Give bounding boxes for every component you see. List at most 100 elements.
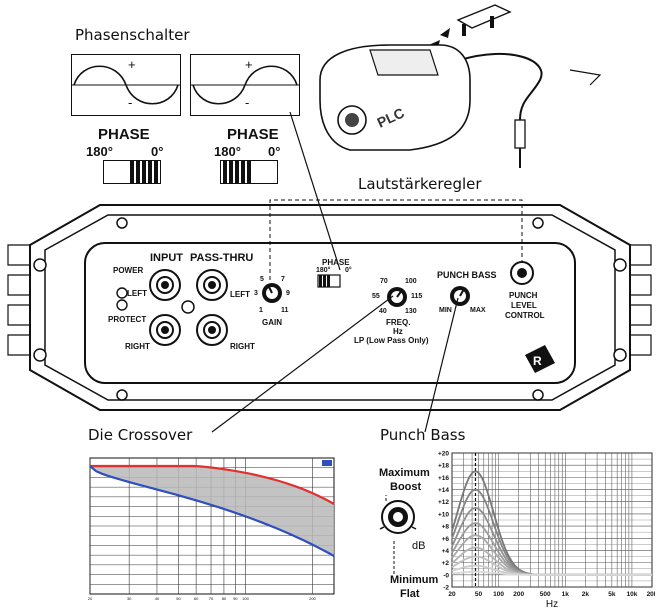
right-out-label: RIGHT <box>230 342 255 351</box>
punch-level-remote[interactable]: PLC <box>310 0 659 190</box>
heatsink-left-icon <box>7 244 31 356</box>
protect-led-icon <box>116 299 128 311</box>
x-tick-label: 10k <box>627 591 638 598</box>
x-tick-label: 100 <box>493 591 504 598</box>
x-tick-label: 20 <box>88 596 93 601</box>
min-flat-label-1: Minimum <box>390 574 439 586</box>
punch-bass-max: MAX <box>470 307 486 314</box>
phase-180-label-2: 180° <box>214 144 241 159</box>
corner-logo-icon <box>322 460 332 466</box>
y-tick-label: +12 <box>438 499 449 506</box>
minus-sign: - <box>245 95 250 110</box>
x-tick-label: 1k <box>562 591 570 598</box>
max-boost-label-2: Boost <box>390 481 422 493</box>
crossover-fill-area <box>90 466 334 556</box>
gain-knob[interactable] <box>262 283 282 303</box>
x-tick-label: 50 <box>176 596 181 601</box>
phase-title-2: PHASE <box>227 126 279 143</box>
freq-tick-130: 130 <box>405 308 417 315</box>
x-tick-label: 5k <box>608 591 616 598</box>
heatsink-right-icon <box>628 244 652 356</box>
svg-text:R: R <box>533 354 542 368</box>
crossover-callout: Die Crossover <box>88 426 193 444</box>
freq-tick-100: 100 <box>405 278 417 285</box>
punch-level-label-3: CONTROL <box>505 311 545 320</box>
y-tick-label: +2 <box>442 560 450 567</box>
punch-bass-label: PUNCH BASS <box>437 270 497 280</box>
switch-slider-icon <box>223 161 251 183</box>
left-out-label: LEFT <box>230 290 250 299</box>
y-tick-label: -0 <box>443 572 449 579</box>
pass-thru-label: PASS-THRU <box>190 252 254 264</box>
sine-wave-0deg <box>72 65 180 105</box>
y-tick-label: +4 <box>442 548 450 555</box>
x-tick-label: 200 <box>309 596 316 601</box>
y-tick-label: +16 <box>438 475 449 482</box>
punch-level-label-2: LEVEL <box>511 301 537 310</box>
freq-unit: Hz <box>393 327 403 336</box>
power-led-icon <box>116 287 128 299</box>
punch-level-label-1: PUNCH <box>509 291 538 300</box>
punch-bass-knob[interactable] <box>450 286 470 306</box>
protect-label: PROTECT <box>108 315 147 324</box>
x-tick-label: 100 <box>242 596 249 601</box>
freq-tick-55: 55 <box>372 293 380 300</box>
amplifier-panel: R <box>7 199 652 411</box>
phase-0-label-1: 0° <box>151 144 164 159</box>
gain-tick-9: 9 <box>286 290 290 297</box>
db-label: dB <box>412 540 426 552</box>
plus-sign: + <box>245 57 253 72</box>
x-axis-label: Hz <box>546 599 558 609</box>
max-boost-label-1: Maximum <box>379 467 430 479</box>
min-flat-label-2: Flat <box>400 588 420 600</box>
right-in-label: RIGHT <box>125 342 150 351</box>
y-tick-label: +20 <box>438 451 449 458</box>
phase-switch-0deg[interactable] <box>103 160 161 184</box>
y-tick-label: +8 <box>442 524 450 531</box>
gain-tick-7: 7 <box>281 276 285 283</box>
plus-sign: + <box>128 57 136 72</box>
amp-phase-180: 180° <box>316 267 331 274</box>
sine-wave-180deg <box>191 65 299 105</box>
gain-tick-11: 11 <box>281 307 289 314</box>
x-tick-label: 2k <box>582 591 590 598</box>
x-tick-label: 20k <box>647 591 655 598</box>
x-tick-label: 30 <box>127 596 132 601</box>
minus-sign: - <box>128 95 133 110</box>
phase-180-label-1: 180° <box>86 144 113 159</box>
ground-icon <box>181 300 195 314</box>
screw-icons <box>33 217 627 401</box>
y-tick-label: +6 <box>442 536 450 543</box>
punch-bass-min: MIN <box>439 307 452 314</box>
series-blue-line <box>89 465 335 557</box>
x-tick-label: 80 <box>222 596 227 601</box>
x-tick-label: 20 <box>448 591 456 598</box>
freq-tick-70: 70 <box>380 278 388 285</box>
mounting-bracket-icon <box>422 4 512 48</box>
amp-phase-0: 0° <box>345 267 352 274</box>
boost-curve <box>451 570 652 576</box>
y-tick-label: +14 <box>438 487 449 494</box>
y-tick-label: +10 <box>438 511 449 518</box>
x-tick-label: 200 <box>513 591 524 598</box>
x-tick-label: 500 <box>540 591 551 598</box>
gain-tick-5: 5 <box>260 276 264 283</box>
freq-knob[interactable] <box>387 287 407 307</box>
phase-0-label-2: 0° <box>268 144 281 159</box>
switch-slider-icon <box>130 161 158 183</box>
freq-label: FREQ. <box>386 318 411 327</box>
brand-logo-icon: R <box>525 345 555 373</box>
phase-switch-180deg[interactable] <box>220 160 278 184</box>
gain-tick-1: 1 <box>259 307 263 314</box>
y-tick-label: -2 <box>443 585 449 592</box>
freq-tick-115: 115 <box>411 293 423 300</box>
x-tick-label: 50 <box>475 591 483 598</box>
amp-phase-label: PHASE <box>322 258 350 267</box>
boost-knob-illustration <box>379 495 417 575</box>
gain-tick-3: 3 <box>254 290 258 297</box>
x-tick-label: 90 <box>233 596 238 601</box>
x-tick-label: 40 <box>155 596 160 601</box>
gain-label: GAIN <box>262 318 282 327</box>
